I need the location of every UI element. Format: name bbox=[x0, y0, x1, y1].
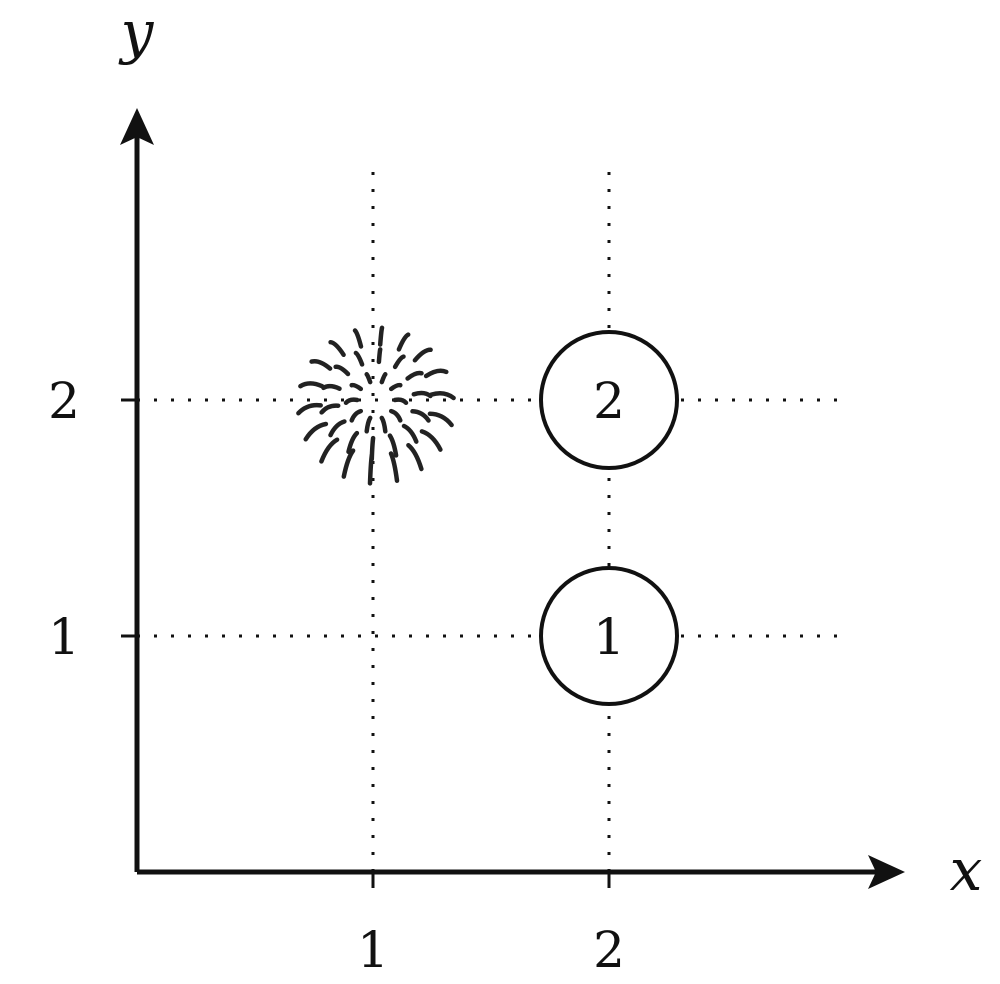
firework-spark bbox=[423, 368, 449, 379]
firework-spark bbox=[411, 390, 433, 399]
x-tick-label: 2 bbox=[593, 921, 625, 979]
firework-spark bbox=[328, 419, 347, 438]
node-circle bbox=[539, 566, 679, 706]
firework-spark bbox=[328, 339, 346, 358]
x-tick-label: 1 bbox=[357, 921, 389, 979]
firework-spark bbox=[349, 408, 364, 423]
y-axis-arrow-icon bbox=[120, 108, 154, 145]
firework-spark bbox=[349, 382, 364, 392]
dotted-grid bbox=[137, 162, 848, 872]
axes: x y bbox=[118, 0, 983, 904]
firework-spark bbox=[427, 411, 454, 428]
firework-spark bbox=[388, 382, 403, 392]
firework-spark bbox=[406, 442, 424, 472]
firework-spark bbox=[405, 370, 424, 381]
firework-spark bbox=[392, 397, 409, 406]
firework-spark bbox=[412, 347, 433, 363]
y-axis-label: y bbox=[118, 0, 155, 66]
firework-spark bbox=[419, 429, 443, 452]
y-tick-label: 2 bbox=[48, 372, 80, 430]
firework-spark bbox=[376, 347, 383, 365]
ticks: 1 2 1 2 bbox=[48, 372, 625, 979]
firework-spark bbox=[388, 408, 403, 423]
firework-spark bbox=[309, 359, 333, 371]
firework-spark bbox=[388, 451, 400, 483]
firework-spark bbox=[343, 397, 360, 406]
firework-spark bbox=[429, 391, 456, 401]
firework-spark bbox=[298, 381, 325, 389]
node-label: 2 bbox=[593, 372, 625, 430]
nodes: 21 bbox=[539, 330, 679, 706]
firework-spark bbox=[392, 354, 406, 370]
firework-spark bbox=[303, 421, 329, 442]
firework-spark bbox=[319, 437, 340, 464]
firework-icon bbox=[296, 325, 456, 486]
firework-spark bbox=[319, 403, 341, 415]
firework-spark bbox=[379, 415, 388, 434]
firework-spark bbox=[379, 372, 388, 385]
node-circle bbox=[539, 330, 679, 470]
firework-spark bbox=[364, 415, 373, 434]
firework-spark bbox=[364, 372, 373, 385]
firework-spark bbox=[321, 383, 342, 391]
firework-spark bbox=[333, 364, 351, 377]
node-label: 1 bbox=[593, 608, 625, 666]
firework-spark bbox=[377, 325, 385, 347]
x-axis-label: x bbox=[950, 836, 983, 904]
firework-spark bbox=[353, 350, 365, 367]
x-axis-arrow-icon bbox=[868, 855, 905, 889]
firework-spark bbox=[341, 448, 356, 479]
firework-spark bbox=[396, 332, 411, 352]
y-tick-label: 1 bbox=[48, 608, 80, 666]
firework-spark bbox=[387, 433, 399, 458]
firework-spark bbox=[367, 453, 375, 486]
firework-spark bbox=[296, 402, 323, 416]
firework-spark bbox=[346, 430, 360, 455]
firework-spark bbox=[352, 328, 364, 349]
firework-spark bbox=[401, 423, 419, 444]
firework-spark bbox=[410, 409, 431, 423]
